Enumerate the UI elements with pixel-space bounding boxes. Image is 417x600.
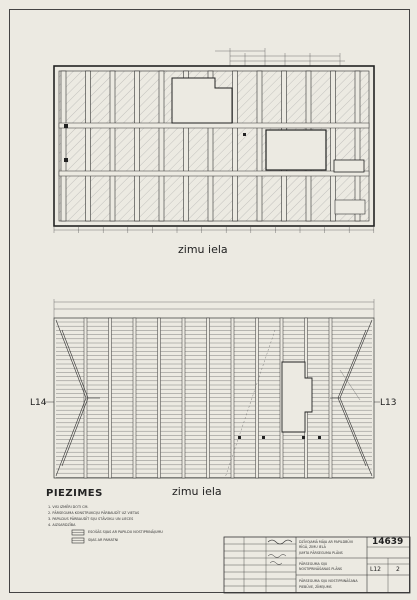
street-label-bottom: zimu iela <box>172 485 222 498</box>
note-item: 2. PĀRSEGUMA KONSTRUKCIJU PĀRBAUDĪT UZ V… <box>48 511 140 515</box>
section-tag-right: L13 <box>380 398 397 408</box>
roof-rafter <box>132 317 137 479</box>
street-label-top: zimu iela <box>178 243 228 256</box>
legend-label: ESOŠĀS SIJAS AR PAPILDU NOSTIPRINĀJUMU <box>88 530 163 534</box>
floor-beam <box>354 70 361 222</box>
sheet-number: 14639 <box>372 537 404 547</box>
project-line: RĪGĀ, ZIMU IELĀ <box>299 545 326 549</box>
section-tag-left: L14 <box>30 398 47 408</box>
roof-rafter <box>181 317 186 479</box>
note-item: 4. AIZSARDZĪBA <box>48 523 76 527</box>
floor-beam <box>60 70 67 222</box>
floor-beam <box>183 70 189 222</box>
notes-title: PIEZIMES <box>46 488 103 499</box>
project-line: JUMTA PĀRSEGUMA PLĀNS <box>299 551 343 555</box>
roof-rafter <box>255 317 259 479</box>
floor-beam <box>256 70 263 222</box>
note-item: 3. PAPILDUS PĀRBAUDĪT SIJU STĀVOKLI UN L… <box>48 517 134 521</box>
roof-rafter <box>157 317 161 479</box>
title-block <box>223 536 411 594</box>
floor-beam <box>330 70 336 222</box>
floor-beam <box>85 70 91 222</box>
project-line: DZĪVOJAMĀ MĀJA AR PAPILDBŪVI <box>299 540 354 544</box>
drawing-line: PĀRSEGUMA SIJU <box>299 562 328 566</box>
floor-beam <box>207 70 214 222</box>
roof-rafter <box>108 317 112 479</box>
floor-beam <box>134 70 140 222</box>
sheet-code: L12 <box>370 566 381 573</box>
top-floor-plan <box>53 48 375 233</box>
floor-beam <box>232 70 238 222</box>
note-item: 1. VISI IZMĒRI DOTI CM. <box>48 505 89 509</box>
roof-rafter <box>206 317 210 479</box>
legend-swatches <box>71 529 85 544</box>
roof-rafter <box>230 317 235 479</box>
floor-beam <box>158 70 165 222</box>
legend-label: SIJAS AR PAMATNI <box>88 538 119 542</box>
bottom-roof-plan <box>44 299 380 479</box>
floor-beam <box>109 70 116 222</box>
drawing-frame <box>9 9 410 593</box>
footer-line: PĀRSEGUMA SIJU NOSTIPRINĀŠANA <box>299 579 358 583</box>
footer-line: PIEBŪVE, ZĪMEJUMS <box>299 585 332 589</box>
drawing-line: NOSTIPRINĀŠANAS PLĀNS <box>299 567 343 571</box>
sheet-index: 2 <box>396 566 400 573</box>
roof-rafter <box>83 317 88 479</box>
